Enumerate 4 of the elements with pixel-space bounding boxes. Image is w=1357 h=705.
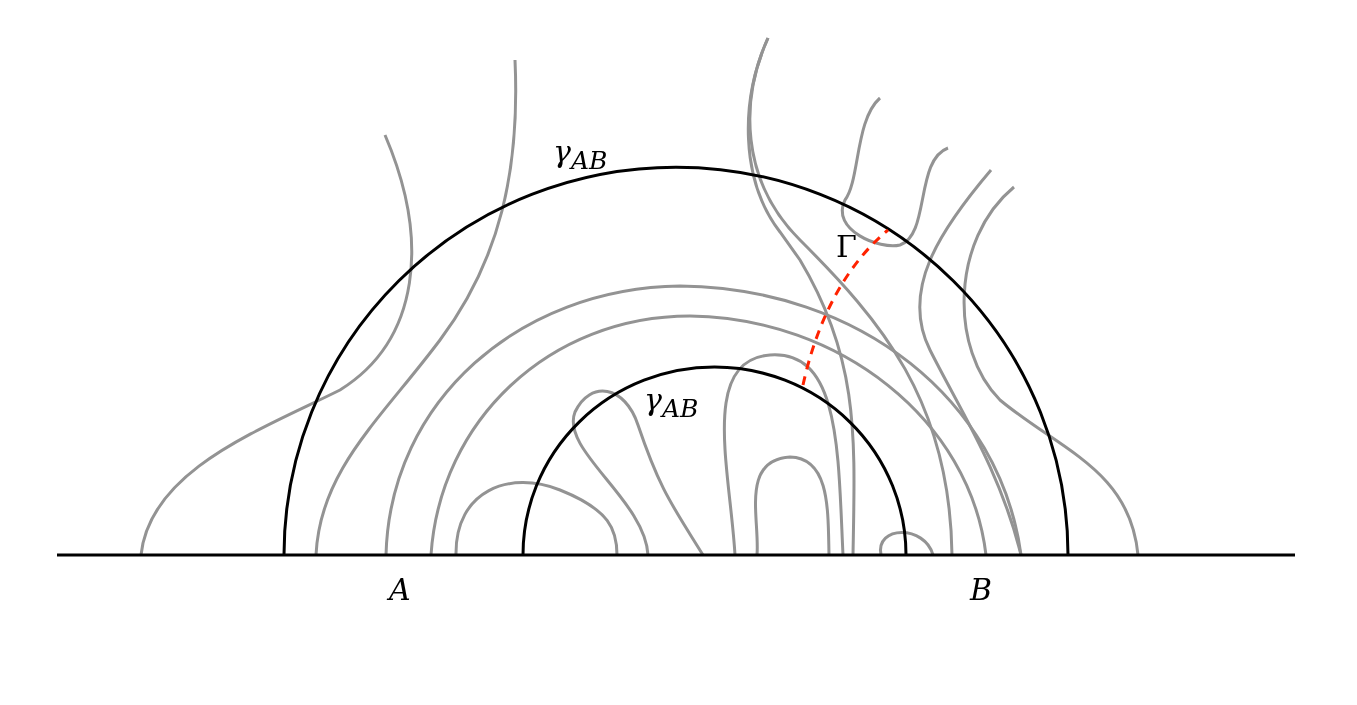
math-label: γ$_{AB}$: [644, 385, 699, 421]
math-label: Γ: [836, 232, 857, 262]
math-label: B: [970, 575, 993, 605]
math-label: γ$_{AB}$: [553, 137, 608, 173]
